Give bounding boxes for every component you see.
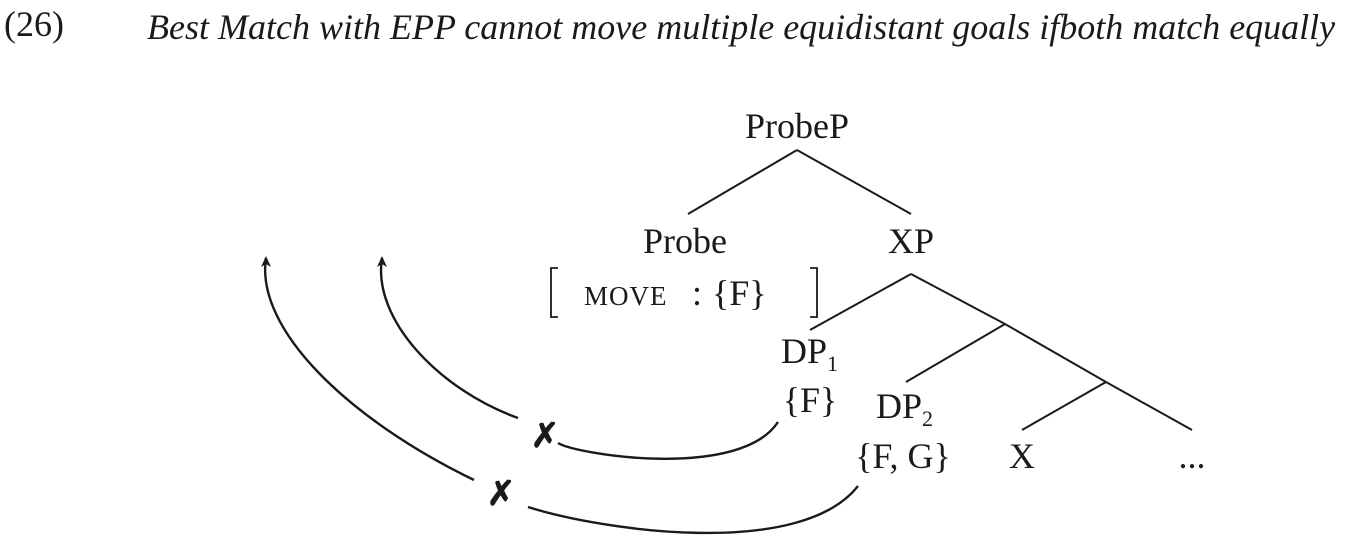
node-dp2: DP2 (876, 386, 933, 431)
node-dp1-base: DP (781, 331, 827, 371)
node-dp2-features: {F, G} (855, 436, 951, 476)
node-dp1-features: {F} (783, 380, 838, 420)
blocked-mark-dp2: ✗ (487, 476, 516, 513)
node-dp2-subscript: 2 (922, 406, 933, 431)
node-probe: Probe (643, 221, 727, 261)
node-probep: ProbeP (745, 106, 849, 146)
example-number: (26) (4, 4, 64, 44)
node-x: X (1009, 436, 1035, 476)
movement-arrow-dp2-upper (261, 256, 475, 482)
branch-lower-ellipsis (1105, 381, 1193, 431)
movement-arrow-dp1-upper (377, 256, 519, 420)
node-dp1-subscript: 1 (827, 351, 838, 376)
node-dp1: DP1 (781, 331, 838, 376)
branch-xp-dp1 (809, 273, 912, 331)
node-ellipsis: ... (1179, 436, 1206, 476)
branch-xp-intermediate (910, 273, 1006, 325)
movement-arrow-dp1 (557, 421, 780, 460)
branch-intermediate-dp2 (905, 323, 1006, 383)
feature-bracket-left (550, 267, 558, 318)
branch-intermediate-lower (1004, 323, 1107, 383)
node-xp: XP (888, 221, 934, 261)
branch-lower-x (1021, 381, 1107, 431)
feature-value: {F} (712, 273, 767, 313)
blocked-mark-dp1: ✗ (531, 418, 560, 455)
node-dp2-base: DP (876, 386, 922, 426)
feature-bracket-right (810, 267, 818, 318)
feature-colon: : (692, 273, 702, 313)
branch-probep-xp (796, 149, 912, 215)
movement-arrow-dp2 (527, 485, 859, 535)
feature-move: MOVE (584, 281, 668, 311)
example-title: Best Match with EPP cannot move multiple… (147, 7, 1336, 47)
branch-probep-probe (687, 149, 798, 215)
